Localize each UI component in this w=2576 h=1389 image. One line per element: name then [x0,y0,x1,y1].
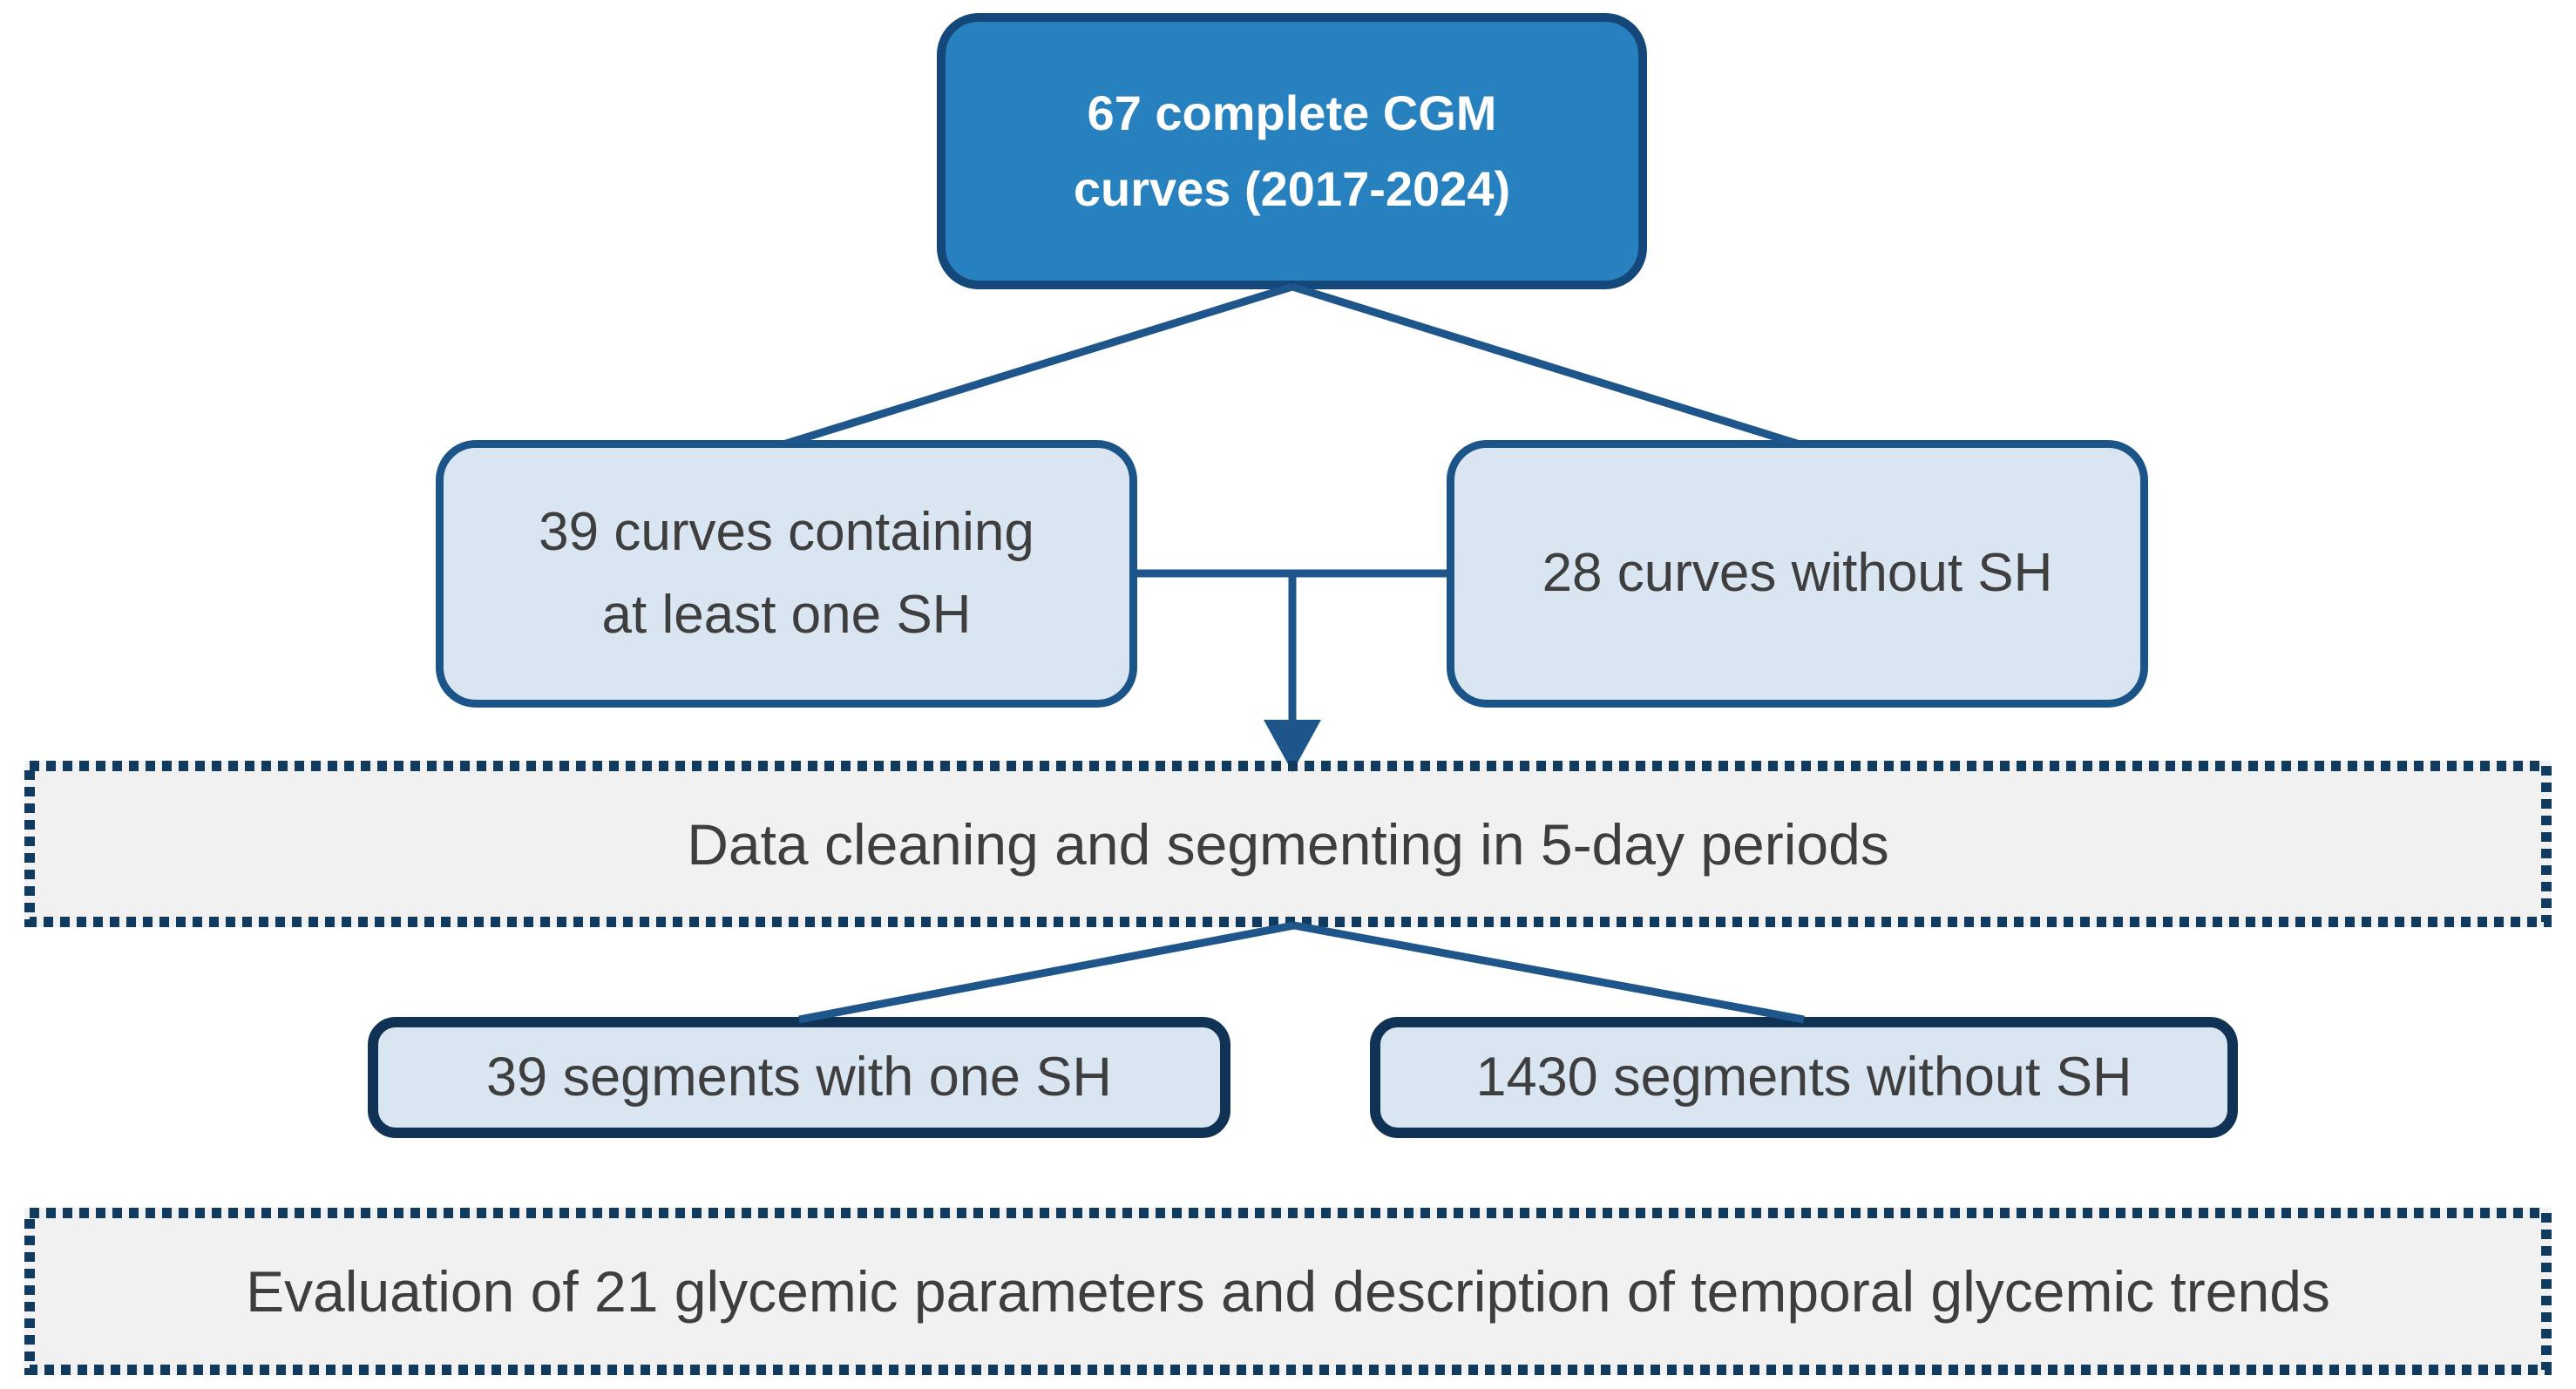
node-data-cleaning-label: Data cleaning and segmenting in 5-day pe… [687,811,1889,877]
node-complete-cgm-curves-line-2: curves (2017-2024) [1073,160,1511,216]
node-curves-with-sh-line-1: 39 curves containing [539,502,1034,563]
connector-cleaning-to-segments-with-sh [798,921,1295,1024]
node-segments-with-sh-label: 39 segments with one SH [486,1046,1112,1108]
node-complete-cgm-curves-line-1: 67 complete CGM [1087,85,1497,140]
node-evaluation: Evaluation of 21 glycemic parameters and… [24,1208,2552,1375]
connector-cleaning-to-segments-without-sh [1293,921,1805,1024]
connector-root-to-curves-with-sh [784,282,1294,448]
connector-root-to-curves-without-sh [1291,282,1799,448]
node-evaluation-label: Evaluation of 21 glycemic parameters and… [246,1259,2330,1324]
node-curves-without-sh: 28 curves without SH [1447,440,2148,708]
node-curves-without-sh-label: 28 curves without SH [1542,543,2053,604]
node-curves-with-sh-line-2: at least one SH [601,584,972,645]
node-complete-cgm-curves: 67 complete CGM curves (2017-2024) [937,13,1647,289]
node-curves-with-sh: 39 curves containing at least one SH [436,440,1137,708]
node-data-cleaning: Data cleaning and segmenting in 5-day pe… [24,761,2552,927]
node-segments-with-sh: 39 segments with one SH [368,1017,1230,1138]
node-segments-without-sh-label: 1430 segments without SH [1475,1046,2132,1108]
node-segments-without-sh: 1430 segments without SH [1370,1017,2238,1138]
